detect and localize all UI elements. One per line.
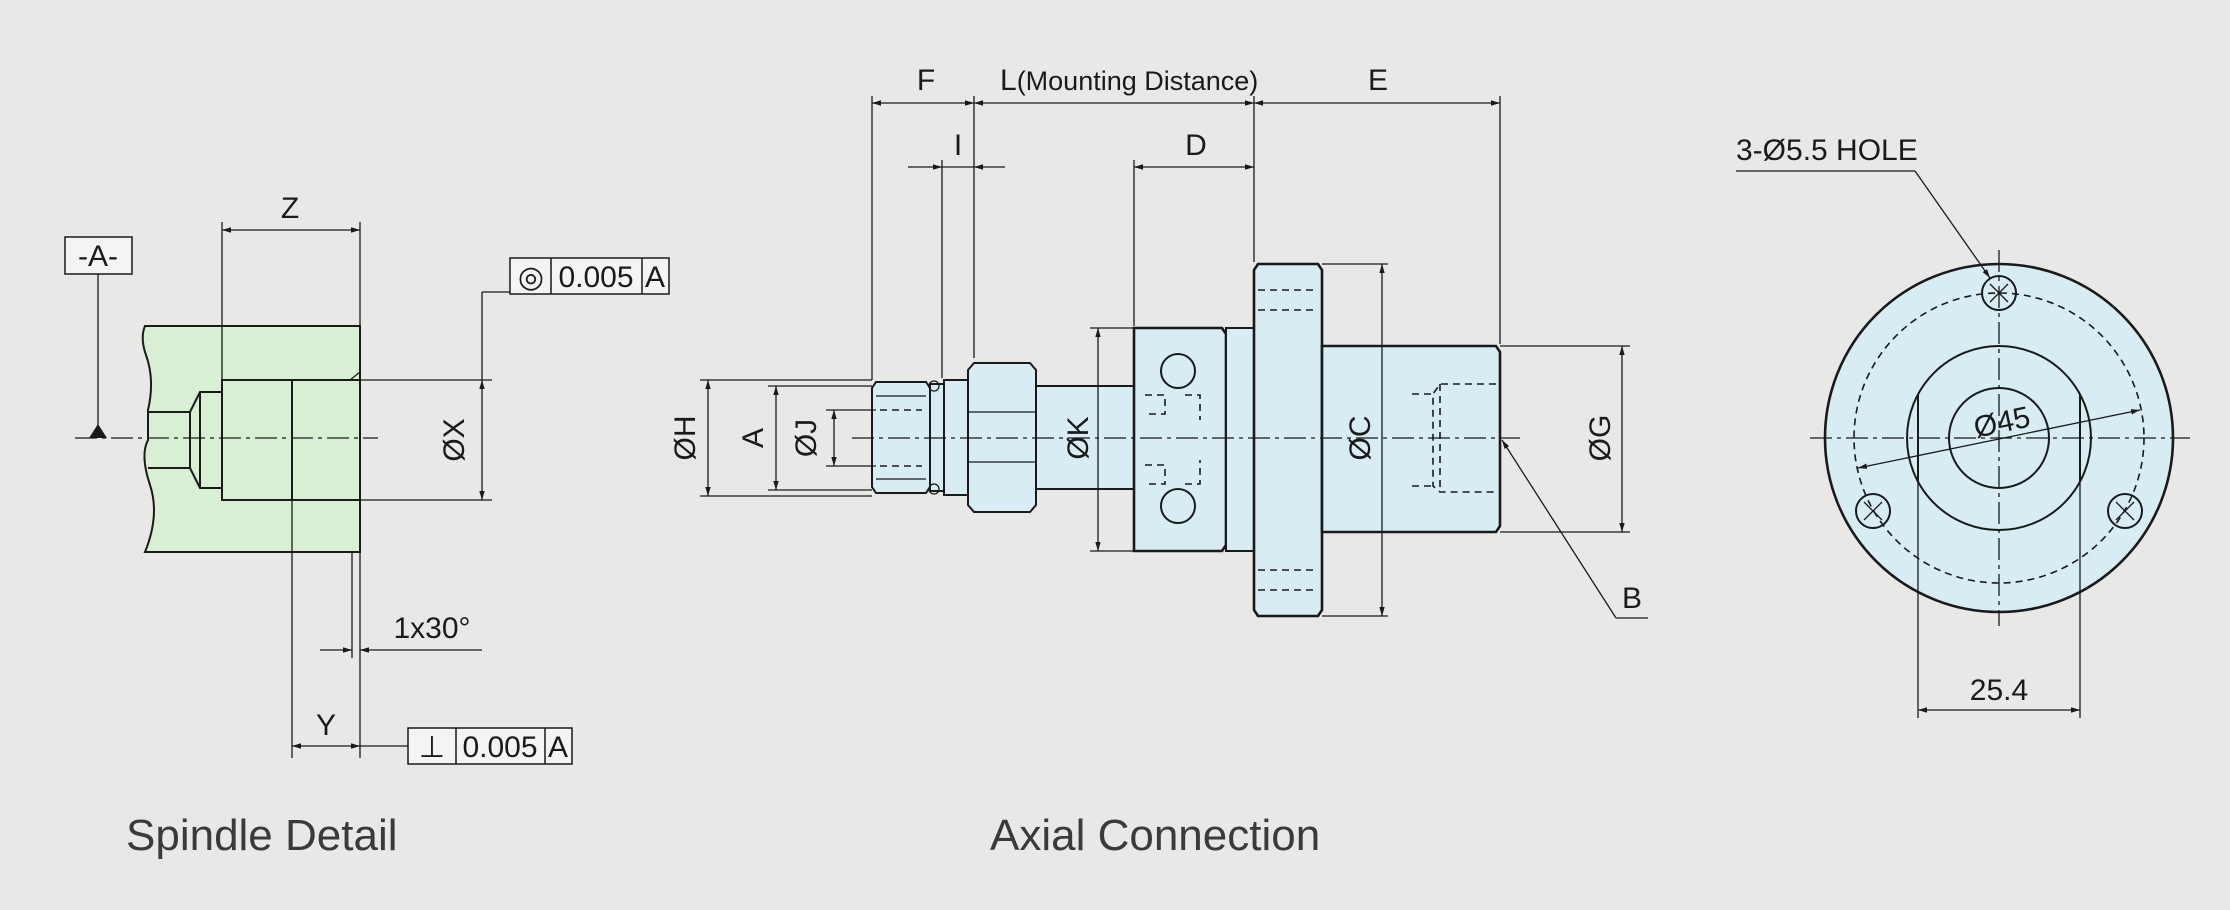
datum-a-label: -A- [78,240,118,273]
flange-hole-right [2107,493,2143,529]
z-label: Z [281,192,299,225]
b-leader [1501,439,1617,619]
k-label: ØK [1062,416,1095,459]
f-label: F [917,64,935,97]
flange-end-view: Ø45 3-Ø5.5 HOLE 25.4 [1736,134,2190,718]
h-label: ØH [669,416,702,461]
bearing-housing [1132,326,1228,553]
spindle-detail-caption: Spindle Detail [126,811,398,860]
datum-a-box [64,236,133,275]
housing-bolt-top [1160,353,1196,389]
chamfer-label: 1x30° [393,612,470,645]
concentricity-tolerance: 0.005 [558,261,633,294]
concentricity-datum: A [645,261,665,294]
concentricity-frame: ◎ 0.005 A [509,257,670,295]
l-note: (Mounting Distance) [1017,66,1259,96]
i-label: I [954,129,962,162]
spindle-chamfer-line [349,371,361,381]
e-label: E [1368,64,1388,97]
housing-bolt-bottom [1160,488,1196,524]
b-label: B [1622,582,1642,615]
hole-note-label: 3-Ø5.5 HOLE [1736,134,1918,167]
c-label: ØC [1344,416,1377,461]
perpendicularity-tolerance: 0.005 [462,731,537,764]
axial-connection-caption: Axial Connection [990,811,1320,860]
perpendicularity-datum: A [548,731,568,764]
width-label: 25.4 [1970,674,2028,707]
x-label: ØX [438,418,471,461]
l-letter: L [1000,64,1017,97]
seal-ring [1225,327,1255,552]
flange-hole-left [1855,493,1891,529]
bolt-circle-dimension-line [1857,409,2141,469]
flange-hole-top [1981,275,2017,311]
concentricity-symbol: ◎ [518,261,544,294]
perpendicularity-symbol: ⊥ [419,731,445,764]
j-label: ØJ [790,419,823,457]
perpendicularity-frame: ⊥ 0.005 A [407,727,573,765]
a-label: A [737,428,770,448]
y-label: Y [316,709,336,742]
mounting-flange [1252,262,1324,618]
l-label: L(Mounting Distance) [1000,64,1258,97]
g-label: ØG [1584,415,1617,462]
spindle-detail-view: -A- Z ØX ◎ 0.005 A Y [64,192,670,765]
spindle-body [141,325,361,553]
datum-a-triangle [89,424,107,438]
hole-note-leader [1914,170,1991,279]
main-body [1320,344,1502,534]
d-label: D [1185,129,1207,162]
axial-connection-view: F L(Mounting Distance) E I D ØH A ØJ ØK [669,64,1648,619]
